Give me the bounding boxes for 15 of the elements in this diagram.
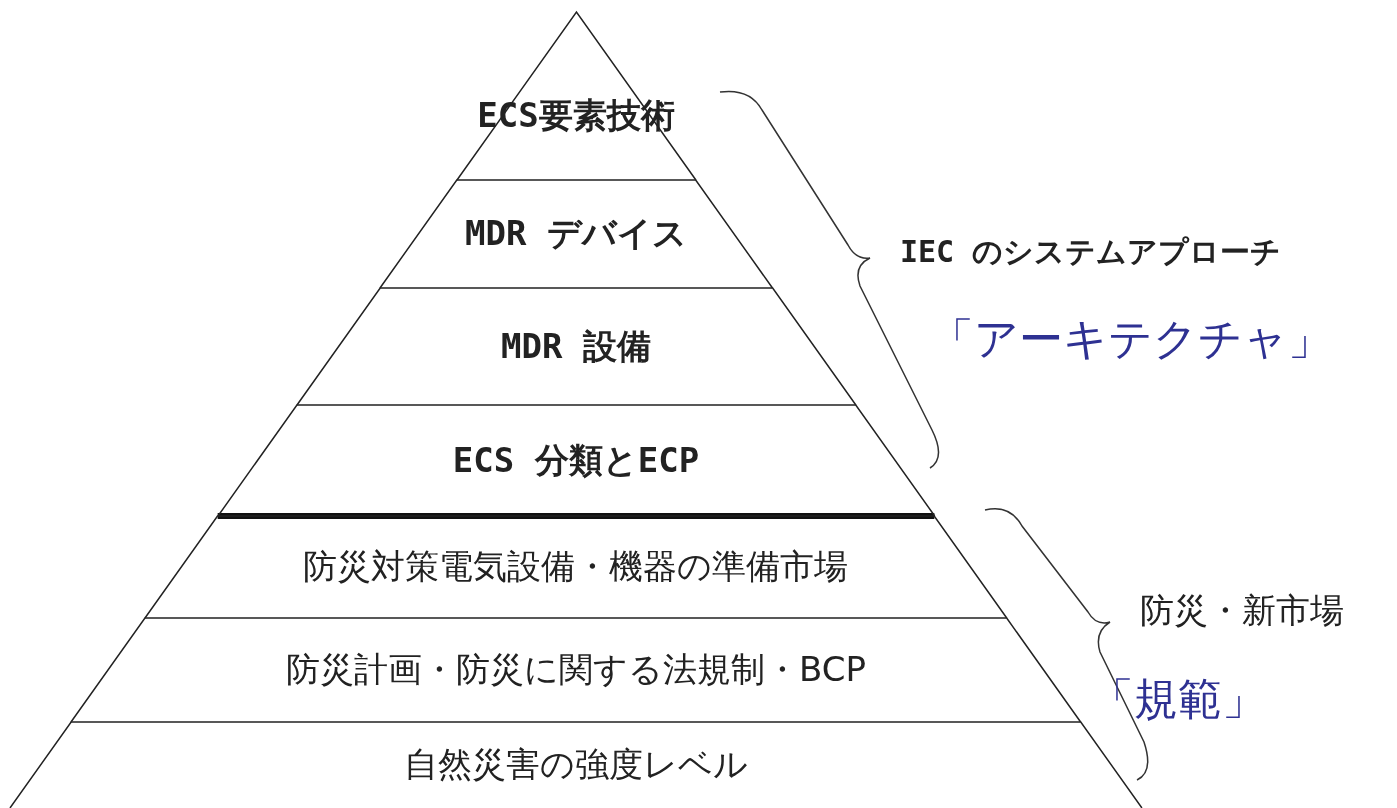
pyramid-layer <box>217 405 935 516</box>
layer-label: 防災計画・防災に関する法規制・BCP <box>286 648 866 691</box>
pyramid-layer <box>145 516 1007 618</box>
pyramid-layer <box>296 288 856 405</box>
layer-label: 防災対策電気設備・機器の準備市場 <box>303 545 849 588</box>
brace-label: IEC のシステムアプローチ <box>900 233 1282 271</box>
layer-label: MDR 設備 <box>501 324 651 368</box>
pyramid-layer <box>10 722 1142 808</box>
pyramid-layer <box>379 180 773 288</box>
brace-label: 防災・新市場 <box>1140 589 1344 632</box>
category-label: 「アーキテクチャ」 <box>930 312 1332 366</box>
pyramid-layer <box>71 618 1081 722</box>
layer-label: ECS 分類とECP <box>452 438 700 482</box>
layer-label: MDR デバイス <box>465 212 687 255</box>
layer-label: 自然災害の強度レベル <box>404 743 748 786</box>
